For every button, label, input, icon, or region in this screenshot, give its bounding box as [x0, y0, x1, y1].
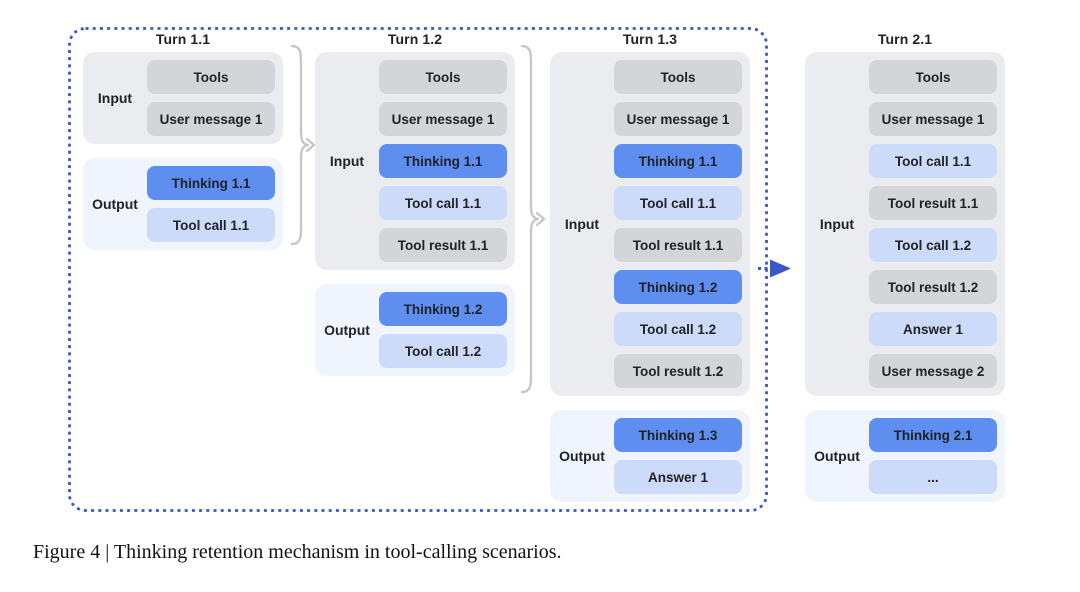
model-output-block: ...: [869, 460, 997, 494]
context-block: Tools: [379, 60, 507, 94]
context-block: Tools: [147, 60, 275, 94]
input-label: Input: [819, 216, 855, 232]
model-output-block: Answer 1: [614, 460, 742, 494]
input-label: Input: [329, 153, 365, 169]
model-output-block: Tool call 1.1: [869, 144, 997, 178]
carryover-brace-icon: [520, 45, 546, 394]
context-block: Tool result 1.2: [869, 270, 997, 304]
turn-title: Turn 1.3: [622, 31, 678, 47]
output-label: Output: [324, 322, 370, 338]
context-block: Tool result 1.2: [614, 354, 742, 388]
output-label: Output: [814, 448, 860, 464]
model-output-block: Tool call 1.2: [614, 312, 742, 346]
thinking-block: Thinking 1.3: [614, 418, 742, 452]
thinking-block: Thinking 1.1: [614, 144, 742, 178]
context-block: Tools: [614, 60, 742, 94]
context-block: Tool result 1.1: [614, 228, 742, 262]
context-block: User message 2: [869, 354, 997, 388]
context-block: User message 1: [379, 102, 507, 136]
context-block: User message 1: [869, 102, 997, 136]
input-label: Input: [564, 216, 600, 232]
context-block: User message 1: [614, 102, 742, 136]
context-block: User message 1: [147, 102, 275, 136]
model-output-block: Tool call 1.1: [379, 186, 507, 220]
figure-caption: Figure 4 | Thinking retention mechanism …: [33, 541, 562, 563]
input-label: Input: [97, 90, 133, 106]
turn-title: Turn 2.1: [877, 31, 933, 47]
output-label: Output: [559, 448, 605, 464]
turn-title: Turn 1.2: [387, 31, 443, 47]
output-panel: Output Thinking 2.1...: [805, 410, 1005, 502]
carryover-brace-icon: [290, 45, 316, 246]
thinking-block: Thinking 2.1: [869, 418, 997, 452]
message-stack: Thinking 2.1...: [869, 418, 997, 494]
thinking-block: Thinking 1.1: [147, 166, 275, 200]
thinking-block: Thinking 1.2: [379, 292, 507, 326]
context-block: Tool result 1.1: [379, 228, 507, 262]
model-output-block: Tool call 1.1: [614, 186, 742, 220]
model-output-block: Tool call 1.1: [147, 208, 275, 242]
model-output-block: Answer 1: [869, 312, 997, 346]
context-block: Tools: [869, 60, 997, 94]
output-label: Output: [92, 196, 138, 212]
context-block: Tool result 1.1: [869, 186, 997, 220]
thinking-block: Thinking 1.1: [379, 144, 507, 178]
model-output-block: Tool call 1.2: [869, 228, 997, 262]
thinking-block: Thinking 1.2: [614, 270, 742, 304]
turn-title: Turn 1.1: [155, 31, 211, 47]
model-output-block: Tool call 1.2: [379, 334, 507, 368]
next-turn-arrow-icon: [758, 259, 791, 278]
